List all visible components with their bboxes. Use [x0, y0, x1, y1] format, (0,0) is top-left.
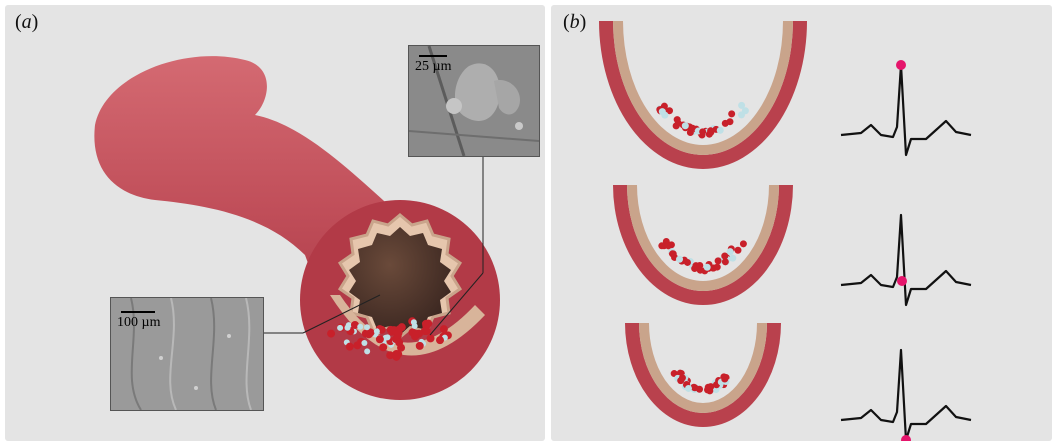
- panel-a: (a): [5, 5, 545, 441]
- platelet: [717, 127, 724, 134]
- platelet: [364, 324, 370, 330]
- red-blood-cell: [728, 110, 735, 117]
- platelet: [738, 102, 745, 109]
- red-blood-cell: [670, 250, 677, 257]
- red-blood-cell: [409, 328, 417, 336]
- sem-image-top: 25 µm: [408, 45, 540, 157]
- platelet: [374, 328, 380, 334]
- platelet: [682, 122, 689, 129]
- red-blood-cell: [721, 376, 728, 383]
- red-blood-cell: [722, 120, 729, 127]
- red-blood-cell: [395, 329, 403, 337]
- platelet: [685, 385, 692, 392]
- ecg-marker-1: [896, 60, 906, 70]
- platelet: [364, 348, 370, 354]
- cross-sections-and-ecg: [551, 5, 1052, 441]
- platelet: [345, 325, 351, 331]
- red-blood-cell: [376, 335, 384, 343]
- red-blood-cell: [740, 240, 747, 247]
- red-blood-cell: [353, 341, 361, 349]
- red-blood-cell: [673, 122, 680, 129]
- red-blood-cell: [394, 350, 402, 358]
- ecg-trace-1: [841, 65, 971, 155]
- red-blood-cell: [714, 264, 721, 271]
- ecg-marker-3: [901, 435, 911, 441]
- ecg-trace-2: [841, 215, 971, 305]
- red-blood-cell: [734, 247, 741, 254]
- red-blood-cell: [674, 116, 681, 123]
- cross-section-2: [613, 185, 793, 305]
- red-blood-cell: [715, 257, 722, 264]
- platelet: [738, 111, 745, 118]
- red-blood-cell: [721, 252, 728, 259]
- red-blood-cell: [427, 334, 435, 342]
- platelet: [727, 248, 734, 255]
- platelet: [357, 324, 363, 330]
- platelet: [676, 256, 683, 263]
- red-blood-cell: [699, 128, 706, 135]
- red-blood-cell: [668, 241, 675, 248]
- red-blood-cell: [436, 336, 444, 344]
- sem-image-bottom: 100 µm: [110, 297, 264, 411]
- red-blood-cell: [416, 342, 424, 350]
- panel-b: (b): [551, 5, 1052, 441]
- sem-top-scale-label: 25 µm: [415, 59, 451, 75]
- red-blood-cell: [422, 322, 430, 330]
- cross-section-3: [625, 323, 781, 427]
- sem-bottom-scale-label: 100 µm: [117, 315, 160, 331]
- red-blood-cell: [346, 343, 354, 351]
- platelet: [337, 325, 343, 331]
- red-blood-cell: [327, 330, 335, 338]
- ecg-marker-2: [897, 276, 907, 286]
- red-blood-cell: [379, 343, 387, 351]
- sem-bottom-scale-bar: [121, 311, 155, 313]
- ecg-trace-3: [841, 350, 971, 440]
- platelet: [659, 108, 666, 115]
- platelet: [384, 334, 390, 340]
- red-blood-cell: [679, 374, 686, 381]
- red-blood-cell: [440, 325, 448, 333]
- platelet: [704, 264, 711, 271]
- red-blood-cell: [691, 265, 698, 272]
- red-blood-cell: [395, 338, 403, 346]
- red-blood-cell: [365, 330, 373, 338]
- red-blood-cell: [706, 131, 713, 138]
- platelet: [411, 319, 417, 325]
- red-blood-cell: [658, 242, 665, 249]
- red-blood-cell: [684, 259, 691, 266]
- cross-section-1: [599, 21, 807, 169]
- sem-top-scale-bar: [419, 55, 447, 57]
- platelet: [361, 340, 367, 346]
